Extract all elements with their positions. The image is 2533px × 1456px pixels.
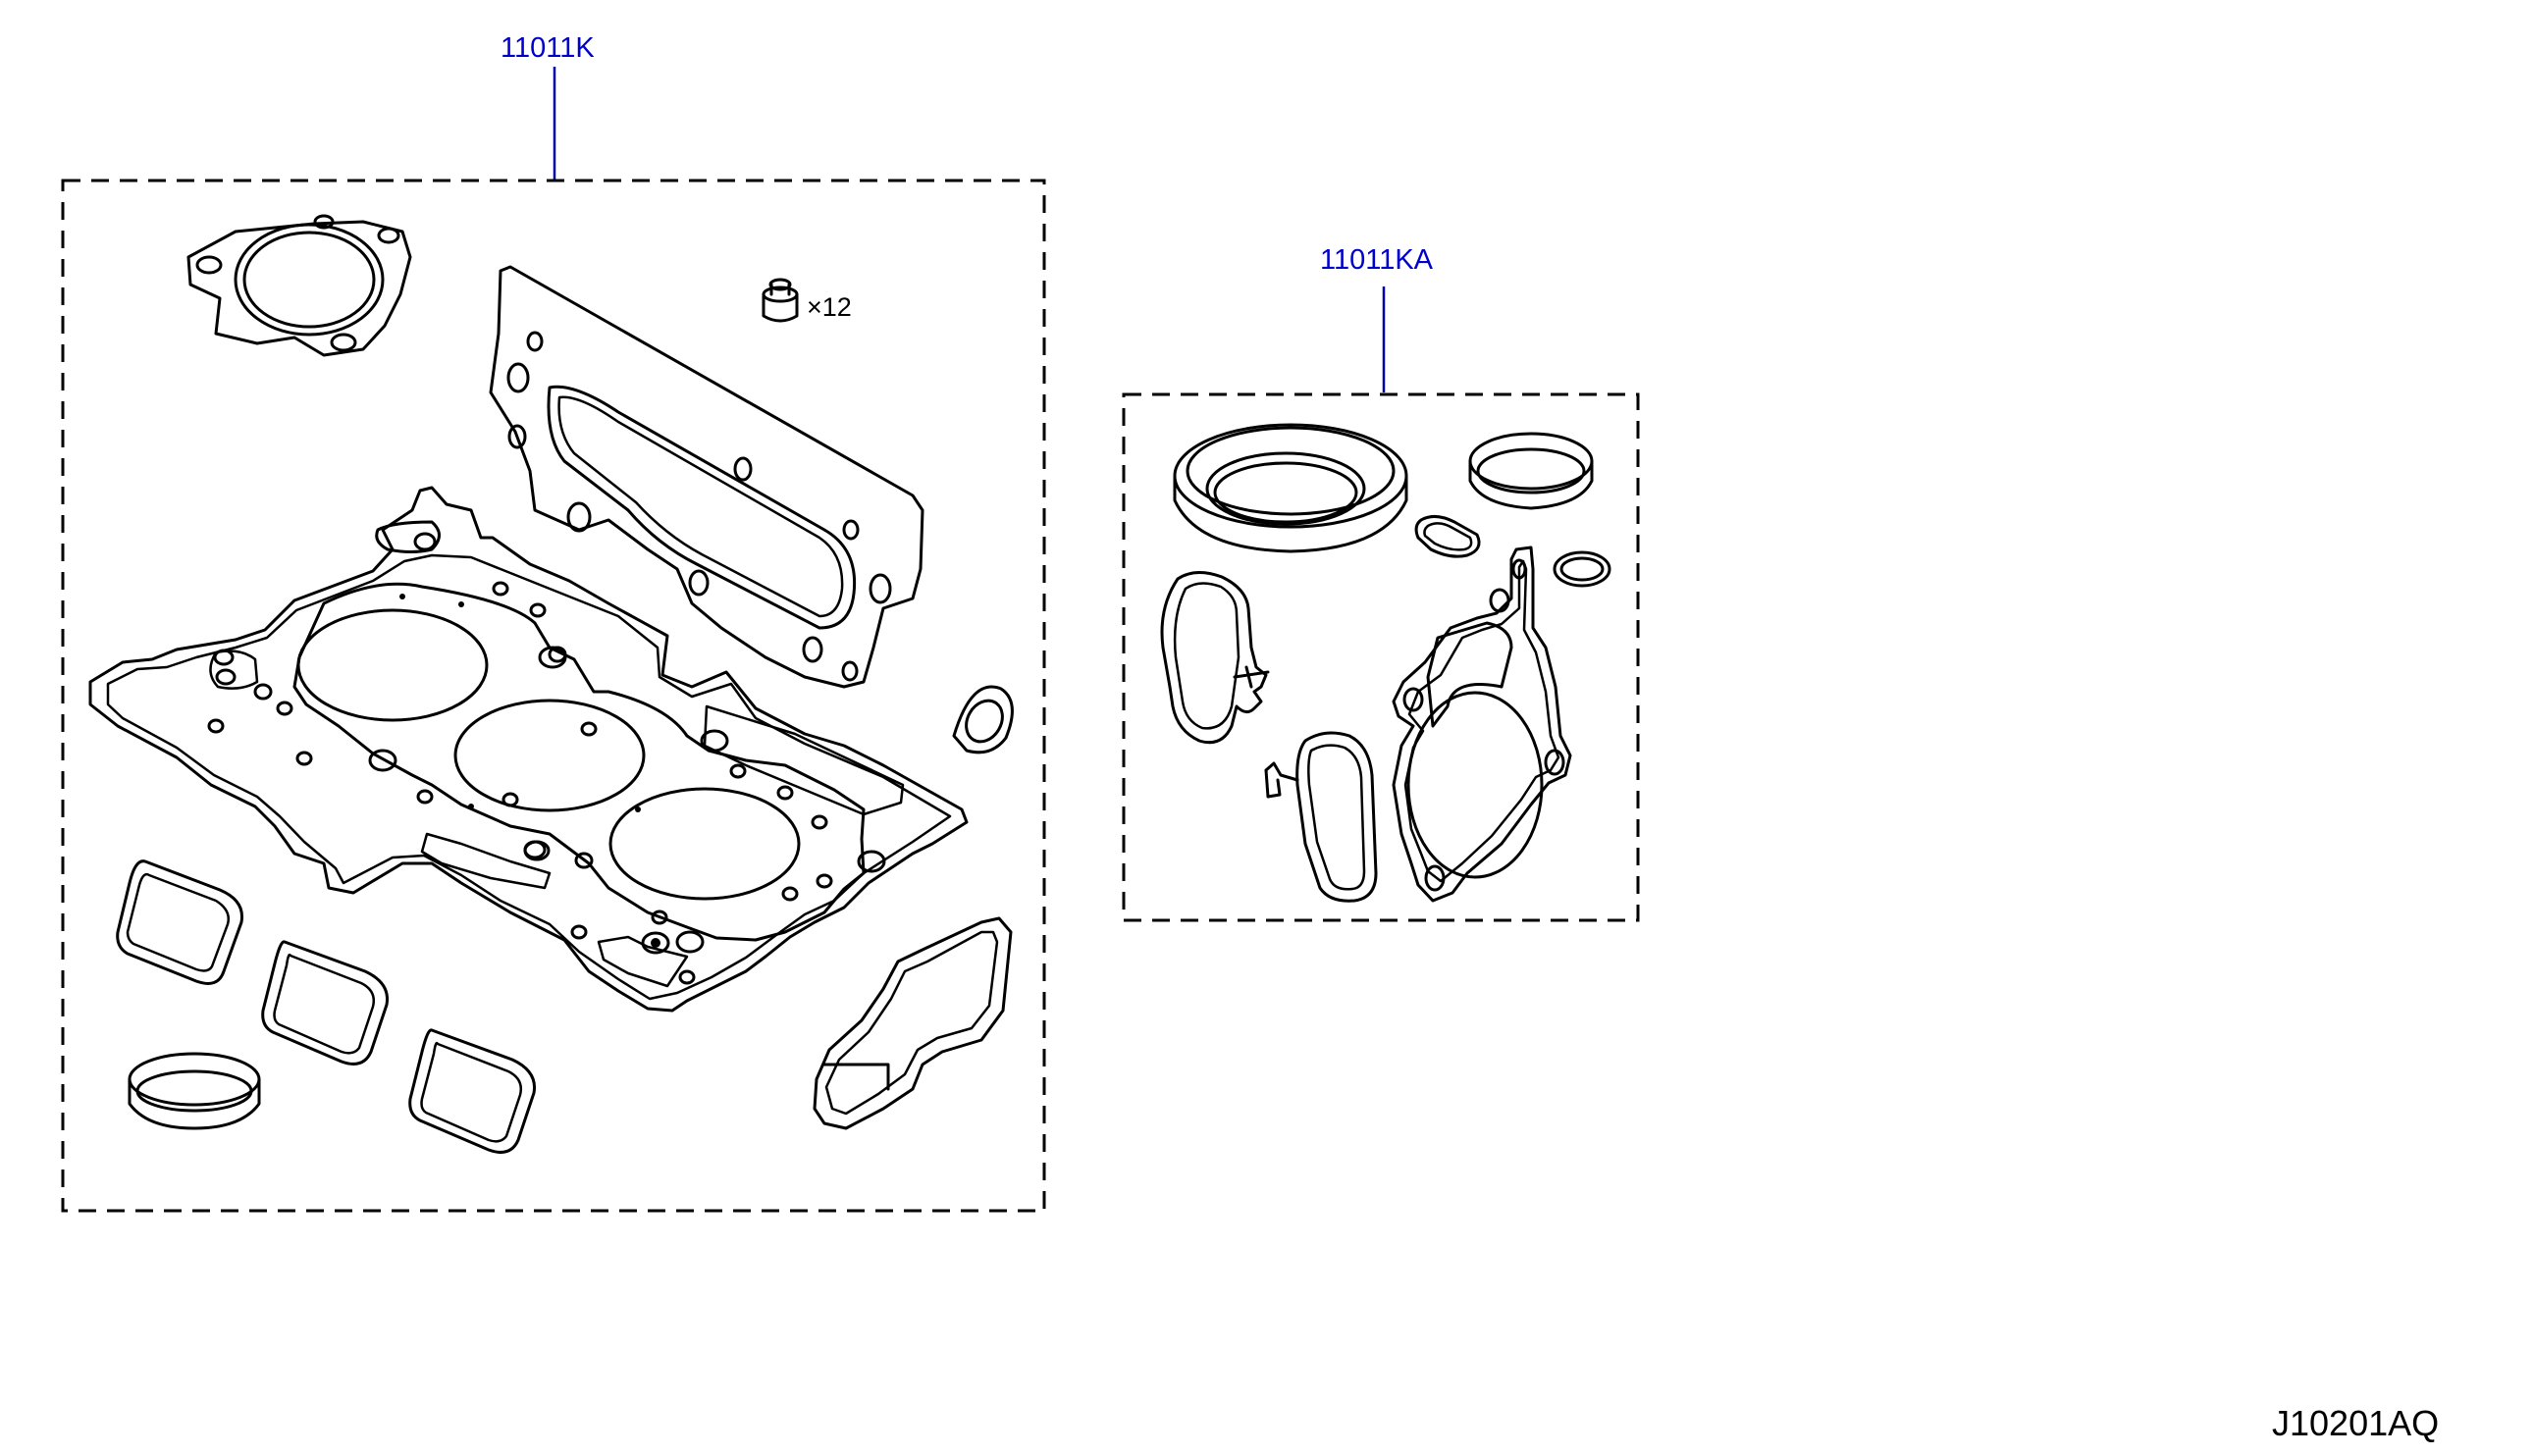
- small-oval-gasket: [1414, 515, 1481, 558]
- valve-stem-seal: [762, 278, 799, 323]
- kit-box-11011ka: [1122, 392, 1640, 922]
- intake-port-gasket: [261, 940, 390, 1066]
- water-outlet-gasket: [813, 916, 1013, 1130]
- o-ring: [1553, 550, 1611, 588]
- oil-strainer-gasket: [1160, 571, 1270, 745]
- diagram-code: J10201AQ: [2272, 1403, 2439, 1443]
- callout-11011ka[interactable]: 11011KA: [1320, 244, 1434, 276]
- cylinder-head-gasket: [88, 486, 969, 1013]
- camshaft-oil-seal: [1468, 432, 1594, 510]
- intake-port-gasket: [116, 859, 244, 985]
- thermostat-gasket: [186, 214, 412, 357]
- round-seal: [128, 1052, 261, 1130]
- kit-box-11011k: [61, 179, 1046, 1213]
- crankshaft-oil-seal: [1173, 423, 1408, 553]
- exhaust-manifold-gasket: [489, 265, 924, 689]
- intake-port-gasket: [408, 1028, 537, 1154]
- tube-seal: [952, 685, 1014, 754]
- callout-11011k[interactable]: 11011K: [501, 32, 595, 64]
- quantity-note: ×12: [807, 292, 852, 322]
- water-pump-gasket: [1392, 546, 1572, 903]
- oil-pan-gasket: [1264, 731, 1378, 903]
